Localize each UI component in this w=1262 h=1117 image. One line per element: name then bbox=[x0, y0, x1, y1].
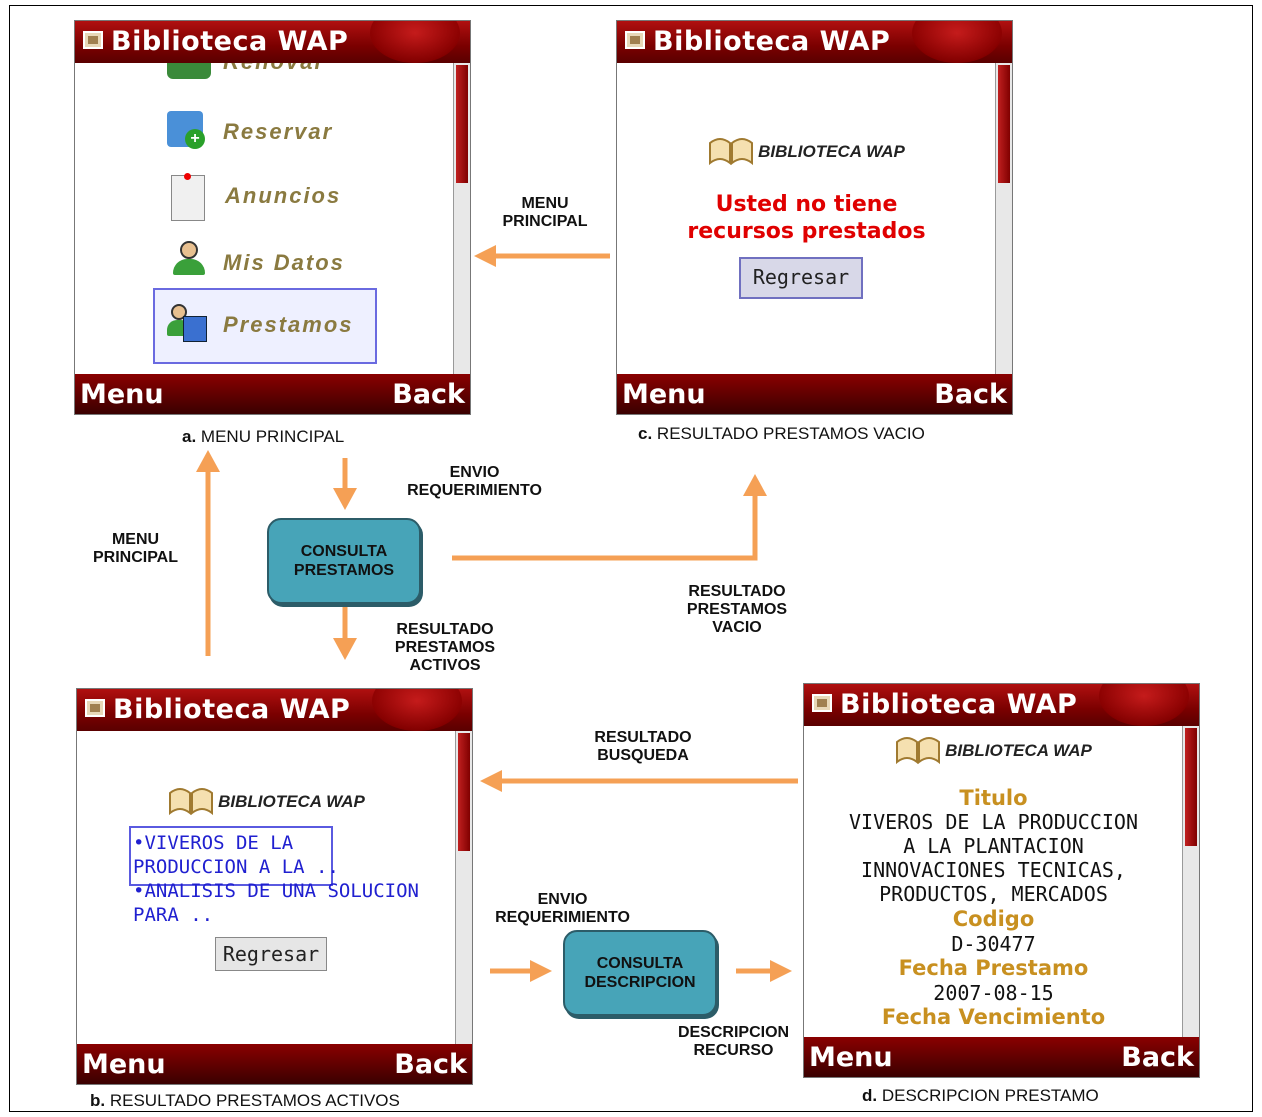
app-icon bbox=[812, 694, 832, 712]
label-fecha-prestamo: Fecha Prestamo bbox=[898, 956, 1089, 980]
arrowhead bbox=[743, 474, 767, 496]
menu-softkey[interactable]: Menu bbox=[622, 379, 706, 410]
book-icon bbox=[169, 788, 214, 816]
back-softkey[interactable]: Back bbox=[392, 379, 465, 410]
label-titulo: Titulo bbox=[959, 786, 1028, 810]
screen-a-body: Renovar + Reservar Anuncios Mis Datos Pr… bbox=[75, 63, 454, 374]
titulo-line-4: PRODUCTOS, MERCADOS bbox=[879, 882, 1108, 906]
app-icon bbox=[85, 699, 105, 717]
screen-d-body: BIBLIOTECA WAP Titulo VIVEROS DE LA PROD… bbox=[804, 726, 1183, 1037]
phone-header: Biblioteca WAP bbox=[617, 21, 1012, 63]
scrollbar[interactable] bbox=[455, 731, 472, 1044]
regresar-button[interactable]: Regresar bbox=[739, 257, 863, 299]
back-softkey[interactable]: Back bbox=[394, 1049, 467, 1080]
notice-icon bbox=[171, 173, 205, 221]
renew-icon bbox=[167, 63, 211, 79]
arrow-consulta-to-c bbox=[452, 492, 758, 561]
titulo-line-1: VIVEROS DE LA PRODUCCION bbox=[849, 810, 1138, 834]
caption-a: a. MENU PRINCIPAL bbox=[182, 427, 345, 446]
screen-c-resultado-vacio: Biblioteca WAP BIBLIOTECA WAP Usted no t… bbox=[616, 20, 1013, 415]
app-title: Biblioteca WAP bbox=[653, 26, 891, 57]
caption-c: c. RESULTADO PRESTAMOS VACIO bbox=[638, 424, 925, 443]
phone-footer: Menu Back bbox=[617, 374, 1012, 414]
screen-b-resultado-activos: Biblioteca WAP BIBLIOTECA WAP •VIVEROS D… bbox=[76, 688, 473, 1085]
arrowhead bbox=[333, 638, 357, 660]
scrollbar[interactable] bbox=[453, 63, 470, 374]
screen-b-body: BIBLIOTECA WAP •VIVEROS DE LA PRODUCCION… bbox=[77, 731, 456, 1044]
empty-message: Usted no tiene recursos prestados bbox=[687, 192, 926, 244]
screen-a-menu-principal: Biblioteca WAP Renovar + Reservar Anunci… bbox=[74, 20, 471, 415]
arrowhead bbox=[196, 450, 220, 472]
titulo-line-2: A LA PLANTACION bbox=[903, 834, 1084, 858]
label-fecha-vencimiento: Fecha Vencimiento bbox=[881, 1005, 1106, 1029]
selected-link-highlight bbox=[129, 826, 333, 886]
arrowhead bbox=[770, 960, 792, 982]
menu-softkey[interactable]: Menu bbox=[82, 1049, 166, 1080]
screen-d-descripcion: Biblioteca WAP BIBLIOTECA WAP Titulo VIV… bbox=[803, 683, 1200, 1078]
library-logo: BIBLIOTECA WAP bbox=[617, 137, 996, 167]
fecha-prestamo-value: 2007-08-15 bbox=[933, 981, 1054, 1005]
diagram-frame bbox=[9, 5, 1253, 1112]
library-logo: BIBLIOTECA WAP bbox=[77, 787, 456, 817]
phone-footer: Menu Back bbox=[75, 374, 470, 414]
app-icon bbox=[83, 31, 103, 49]
phone-header: Biblioteca WAP bbox=[804, 684, 1199, 726]
caption-d: d. DESCRIPCION PRESTAMO bbox=[862, 1086, 1099, 1105]
book-icon bbox=[896, 737, 941, 765]
library-logo: BIBLIOTECA WAP bbox=[804, 736, 1183, 766]
menu-item-mis-datos[interactable]: Mis Datos bbox=[223, 250, 345, 275]
loan-link-2[interactable]: •ANALISIS DE UNA SOLUCION PARA .. bbox=[133, 880, 419, 926]
user-icon bbox=[171, 241, 207, 277]
reserve-icon: + bbox=[167, 111, 205, 149]
back-softkey[interactable]: Back bbox=[934, 379, 1007, 410]
screen-c-body: BIBLIOTECA WAP Usted no tiene recursos p… bbox=[617, 63, 996, 374]
phone-footer: Menu Back bbox=[77, 1044, 472, 1084]
scrollbar[interactable] bbox=[995, 63, 1012, 374]
label-codigo: Codigo bbox=[952, 907, 1035, 931]
titulo-line-3: INNOVACIONES TECNICAS, bbox=[861, 858, 1126, 882]
app-title: Biblioteca WAP bbox=[111, 26, 349, 57]
codigo-value: D-30477 bbox=[951, 932, 1036, 956]
phone-header: Biblioteca WAP bbox=[75, 21, 470, 63]
selected-item-highlight[interactable]: Prestamos bbox=[153, 288, 377, 364]
arrowhead bbox=[530, 960, 552, 982]
arrowhead bbox=[474, 245, 496, 267]
scrollbar[interactable] bbox=[1182, 726, 1199, 1037]
arrowhead bbox=[480, 770, 502, 792]
app-title: Biblioteca WAP bbox=[113, 694, 351, 725]
back-softkey[interactable]: Back bbox=[1121, 1042, 1194, 1073]
arrowhead bbox=[333, 488, 357, 510]
app-icon bbox=[625, 31, 645, 49]
loan-link-1[interactable]: •VIVEROS DE LA PRODUCCION A LA .. bbox=[133, 832, 339, 878]
menu-item-reservar[interactable]: Reservar bbox=[223, 119, 334, 144]
caption-b: b. RESULTADO PRESTAMOS ACTIVOS bbox=[90, 1091, 400, 1110]
menu-item-renovar[interactable]: Renovar bbox=[223, 63, 325, 75]
regresar-button[interactable]: Regresar bbox=[215, 937, 327, 971]
menu-item-anuncios[interactable]: Anuncios bbox=[225, 183, 342, 208]
app-title: Biblioteca WAP bbox=[840, 689, 1078, 720]
menu-softkey[interactable]: Menu bbox=[80, 379, 164, 410]
menu-item-prestamos: Prestamos bbox=[223, 312, 354, 337]
menu-softkey[interactable]: Menu bbox=[809, 1042, 893, 1073]
phone-header: Biblioteca WAP bbox=[77, 689, 472, 731]
phone-footer: Menu Back bbox=[804, 1037, 1199, 1077]
book-icon bbox=[709, 138, 754, 166]
loans-icon bbox=[167, 304, 207, 342]
